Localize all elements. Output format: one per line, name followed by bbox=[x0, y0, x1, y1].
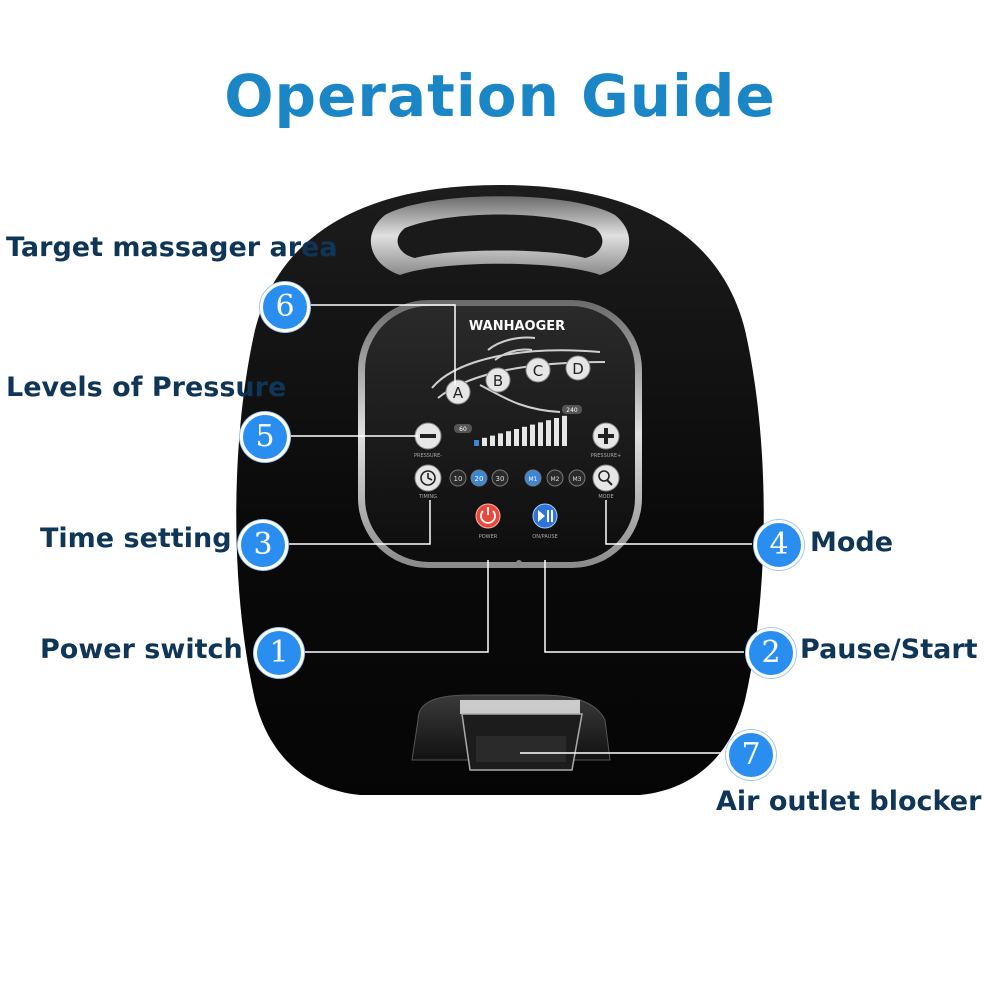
pressure-bar bbox=[522, 426, 527, 446]
callout-label-mode: Mode bbox=[810, 527, 894, 558]
svg-text:240: 240 bbox=[566, 407, 578, 414]
mode-option-m1[interactable]: M1 bbox=[524, 469, 542, 487]
pressure-bar bbox=[514, 429, 519, 446]
pressure-bar bbox=[530, 424, 535, 446]
pressure-level-bars bbox=[474, 415, 567, 446]
power-label: POWER bbox=[479, 534, 498, 540]
pressure-minus-button[interactable] bbox=[414, 422, 442, 450]
pressure-minus-label: PRESSURE- bbox=[414, 453, 442, 459]
callout-badge-1: 1 bbox=[254, 628, 304, 678]
brand-logo: WANHAOGER bbox=[469, 319, 565, 334]
pressure-bar bbox=[562, 415, 567, 446]
svg-text:D: D bbox=[572, 360, 584, 378]
pressure-bar bbox=[538, 422, 543, 446]
clock-icon bbox=[420, 470, 436, 486]
mode-option-m2[interactable]: M2 bbox=[546, 469, 564, 487]
zone-b-button[interactable]: B bbox=[485, 367, 511, 393]
svg-text:M3: M3 bbox=[573, 476, 582, 483]
pressure-plus-label: PRESSURE+ bbox=[591, 453, 621, 459]
zone-d-button[interactable]: D bbox=[565, 355, 591, 381]
callout-badge-6: 6 bbox=[260, 282, 310, 332]
power-icon bbox=[480, 510, 496, 524]
callout-label-time-setting: Time setting bbox=[40, 523, 232, 554]
svg-text:20: 20 bbox=[475, 475, 484, 483]
play-pause-icon bbox=[538, 510, 545, 522]
timer-option-10[interactable]: 10 bbox=[449, 469, 467, 487]
pressure-bar bbox=[498, 433, 503, 446]
callout-label-target-area: Target massager area bbox=[6, 232, 338, 263]
pause-start-button[interactable] bbox=[532, 503, 558, 529]
callout-label-power-switch: Power switch bbox=[40, 634, 243, 665]
pressure-bar bbox=[474, 440, 479, 446]
zone-a-button[interactable]: A bbox=[445, 379, 471, 405]
svg-text:10: 10 bbox=[454, 475, 463, 483]
callout-lines bbox=[286, 304, 752, 754]
svg-text:C: C bbox=[533, 362, 543, 380]
callout-badge-2: 2 bbox=[746, 628, 796, 678]
timer-option-30[interactable]: 30 bbox=[491, 469, 509, 487]
zone-c-button[interactable]: C bbox=[525, 357, 551, 383]
pressure-bar bbox=[490, 435, 495, 446]
air-outlet-blocker[interactable] bbox=[411, 694, 611, 771]
pressure-bar bbox=[546, 420, 551, 446]
mode-button[interactable] bbox=[592, 464, 620, 492]
power-button[interactable] bbox=[475, 503, 501, 529]
pressure-plus-button[interactable] bbox=[592, 422, 620, 450]
pressure-bar bbox=[482, 437, 487, 446]
timing-label: TIMING bbox=[418, 494, 437, 500]
callout-label-air-outlet: Air outlet blocker bbox=[716, 786, 982, 817]
callout-badge-5: 5 bbox=[240, 412, 290, 462]
timer-option-20[interactable]: 20 bbox=[470, 469, 488, 487]
pressure-min-tag: 60 bbox=[454, 424, 472, 433]
callout-label-pause-start: Pause/Start bbox=[800, 634, 978, 665]
callout-badge-4: 4 bbox=[754, 520, 804, 570]
pressure-bar bbox=[506, 431, 511, 446]
callout-badge-3: 3 bbox=[238, 520, 288, 570]
mode-option-m3[interactable]: M3 bbox=[568, 469, 586, 487]
svg-text:M2: M2 bbox=[551, 476, 560, 483]
svg-text:A: A bbox=[453, 384, 464, 402]
mode-icon bbox=[598, 470, 610, 482]
svg-text:30: 30 bbox=[496, 475, 505, 483]
mode-label: MODE bbox=[598, 494, 613, 500]
svg-text:M1: M1 bbox=[529, 476, 538, 483]
callout-label-pressure-levels: Levels of Pressure bbox=[6, 372, 287, 403]
pause-label: ON/PAUSE bbox=[532, 534, 557, 540]
pressure-bar bbox=[554, 418, 559, 446]
timing-button[interactable] bbox=[414, 464, 442, 492]
page-title: Operation Guide bbox=[224, 62, 776, 130]
svg-text:60: 60 bbox=[459, 426, 467, 433]
callout-badge-7: 7 bbox=[726, 730, 776, 780]
svg-text:B: B bbox=[493, 372, 503, 390]
pressure-max-tag: 240 bbox=[562, 405, 582, 414]
